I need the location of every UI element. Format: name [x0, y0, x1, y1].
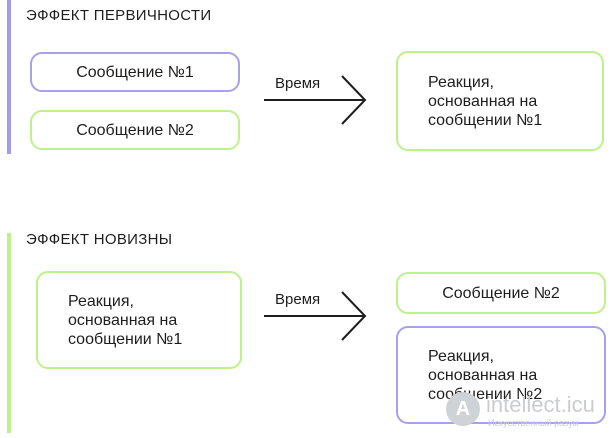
recency-message-2-text: Сообщение №2 — [442, 284, 560, 302]
recency-time-label: Время — [275, 291, 321, 308]
primacy-result-text: Реакция, основанная на сообщении №1 — [428, 73, 543, 129]
primacy-heading: ЭФФЕКТ ПЕРВИЧНОСТИ — [26, 7, 212, 24]
recency-heading: ЭФФЕКТ НОВИЗНЫ — [26, 231, 173, 248]
primacy-message-1-text: Сообщение №1 — [76, 63, 194, 81]
recency-arrow-icon — [264, 291, 367, 341]
primacy-accent-bar — [7, 0, 11, 154]
primacy-section: ЭФФЕКТ ПЕРВИЧНОСТИ Сообщение №1 Сообщени… — [0, 0, 614, 160]
recency-message-2-box: Сообщение №2 — [396, 272, 606, 314]
primacy-message-1-box: Сообщение №1 — [30, 52, 240, 92]
watermark: A intellect.icu Искусственный разум — [446, 386, 614, 438]
primacy-time-label: Время — [275, 75, 321, 92]
primacy-message-2-text: Сообщение №2 — [76, 121, 194, 139]
watermark-subtitle: Искусственный разум — [488, 418, 579, 428]
primacy-message-2-box: Сообщение №2 — [30, 110, 240, 150]
recency-accent-bar — [7, 233, 11, 433]
primacy-result-box: Реакция, основанная на сообщении №1 — [396, 51, 604, 151]
watermark-name: intellect.icu — [486, 392, 595, 417]
primacy-arrow-icon — [264, 75, 367, 125]
recency-source-text: Реакция, основанная на сообщении №1 — [68, 292, 183, 348]
intellect-logo-icon: A — [446, 392, 480, 426]
recency-source-box: Реакция, основанная на сообщении №1 — [36, 271, 242, 369]
recency-result-box: Реакция, основанная на сообщении №2 — [396, 326, 606, 424]
recency-section: ЭФФЕКТ НОВИЗНЫ Реакция, основанная на со… — [0, 228, 614, 438]
